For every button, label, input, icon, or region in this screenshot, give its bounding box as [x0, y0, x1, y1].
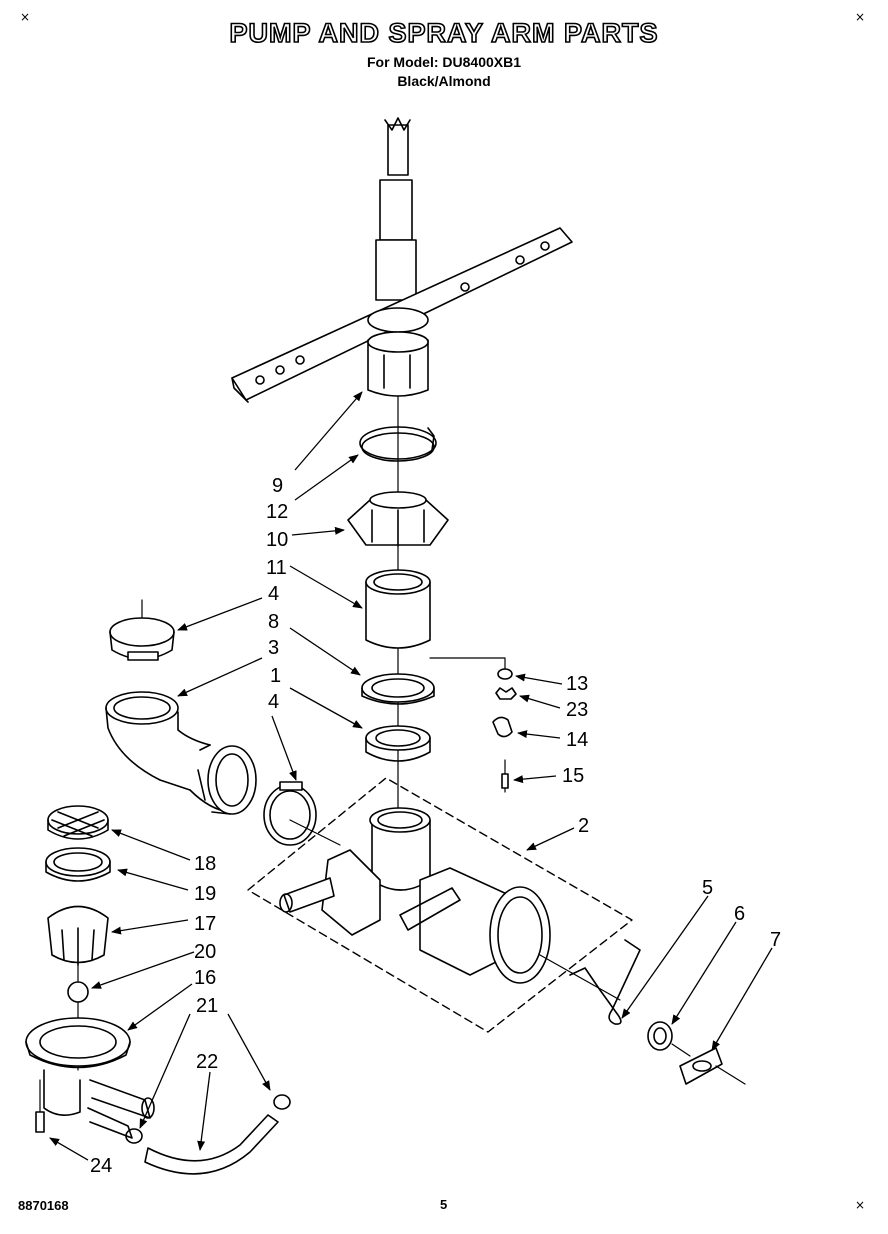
leader-6 — [671, 921, 737, 1025]
callout-3: 3 — [268, 637, 279, 659]
clamp-4-upper — [109, 599, 175, 661]
leader-4-lower — [271, 715, 297, 781]
callout-11: 11 — [266, 557, 287, 579]
color-line: Black/Almond — [397, 73, 491, 89]
callout-18: 18 — [194, 853, 216, 875]
callout-22: 22 — [196, 1051, 218, 1073]
callout-23: 23 — [566, 699, 588, 721]
callout-7: 7 — [770, 929, 781, 951]
drain-hose-22 — [144, 1114, 279, 1175]
leader-22 — [197, 1071, 211, 1151]
callout-20: 20 — [194, 941, 216, 963]
gasket-7 — [679, 1047, 746, 1085]
model-line: For Model: DU8400XB1 — [366, 54, 522, 70]
leader-14 — [517, 730, 561, 739]
corner-mark-top-left: × — [20, 10, 31, 24]
callout-10: 10 — [266, 529, 288, 551]
corner-mark-top-right: × — [855, 10, 866, 24]
check-ball-20 — [67, 981, 89, 1003]
leader-21-left — [139, 1013, 191, 1129]
leader-13 — [515, 673, 563, 685]
spring-clip-5 — [569, 939, 641, 1025]
page-title: PUMP AND SPRAY ARM PARTS — [229, 17, 659, 49]
ring-1 — [365, 725, 431, 762]
seal-8 — [361, 673, 435, 705]
pump-assembly-outline — [247, 777, 633, 1033]
leader-11 — [289, 565, 363, 609]
elbow-hose-3 — [105, 691, 257, 815]
leader-9 — [294, 391, 363, 471]
cup-17 — [47, 905, 109, 1071]
callout-13: 13 — [566, 673, 588, 695]
callout-8: 8 — [268, 611, 279, 633]
corner-mark-bottom-right: × — [855, 1198, 866, 1212]
leader-7 — [711, 947, 773, 1051]
callout-2: 2 — [578, 815, 589, 837]
callout-24: 24 — [90, 1155, 112, 1177]
leader-15 — [513, 775, 557, 784]
spray-arm-assembly — [231, 117, 573, 403]
document-code: 8870168 — [18, 1198, 69, 1213]
leader-21-right — [227, 1013, 271, 1091]
bushing-6 — [647, 1021, 691, 1057]
clamp-4-lower — [263, 781, 341, 846]
leader-10 — [291, 526, 345, 536]
callout-16: 16 — [194, 967, 216, 989]
callout-19: 19 — [194, 883, 216, 905]
leader-4-upper — [177, 597, 263, 631]
leader-8 — [289, 627, 361, 676]
callout-5: 5 — [702, 877, 713, 899]
leader-16 — [127, 983, 193, 1031]
callout-1: 1 — [270, 665, 281, 687]
leader-24 — [49, 1137, 89, 1161]
ring-19 — [45, 847, 111, 882]
callout-4-lower: 4 — [268, 691, 279, 713]
small-hardware-group — [429, 657, 517, 793]
leader-1 — [289, 687, 363, 729]
callout-14: 14 — [566, 729, 588, 751]
leader-2 — [526, 827, 575, 851]
callout-6: 6 — [734, 903, 745, 925]
leader-20 — [91, 951, 195, 989]
page-number: 5 — [440, 1197, 448, 1212]
screw-24 — [35, 1079, 45, 1133]
pump-housing-2 — [279, 807, 621, 1001]
leader-12 — [294, 454, 359, 501]
leader-19 — [117, 868, 189, 891]
leader-3 — [177, 657, 263, 697]
hose-clamp-21-left — [125, 1128, 143, 1144]
leader-17 — [111, 919, 189, 935]
callout-4-upper: 4 — [268, 583, 279, 605]
leader-5 — [621, 895, 709, 1019]
callout-12: 12 — [266, 501, 288, 523]
leader-18 — [111, 829, 191, 861]
filter-screen-18 — [47, 805, 109, 840]
callout-21: 21 — [196, 995, 218, 1017]
hose-clamp-21-right — [273, 1094, 291, 1110]
retaining-ring-12 — [359, 426, 437, 462]
callout-15: 15 — [562, 765, 584, 787]
sump-16 — [25, 1017, 155, 1139]
sleeve-11 — [365, 569, 431, 649]
callout-17: 17 — [194, 913, 216, 935]
leader-23 — [519, 694, 561, 709]
collar-10 — [347, 491, 449, 547]
callout-9: 9 — [272, 475, 283, 497]
